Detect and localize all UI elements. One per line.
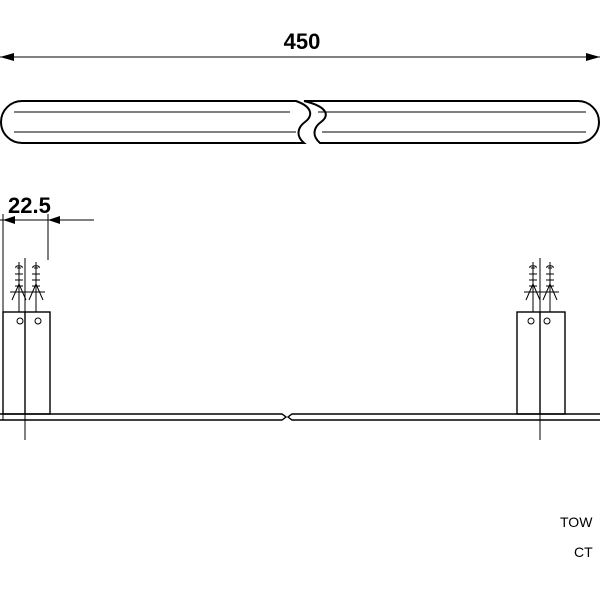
right-wall-plugs (524, 262, 559, 325)
right-bracket (516, 311, 566, 415)
left-plug-1 (10, 262, 28, 312)
top-view: 450 (0, 29, 600, 144)
offset-arrow-right (48, 216, 60, 224)
side-view: 22.5 (0, 193, 600, 440)
offset-arrow-left (3, 216, 15, 224)
mount-offset-label: 22.5 (8, 193, 51, 218)
right-screw-1 (527, 317, 535, 325)
side-bar-left (0, 413, 288, 421)
right-plug-2 (541, 262, 559, 312)
right-screw-2 (543, 317, 551, 325)
bar-left-outline (0, 100, 312, 144)
bar-right-outline (303, 100, 600, 144)
left-screw-1 (16, 317, 24, 325)
left-plug-2 (27, 262, 45, 312)
right-plug-1 (524, 262, 542, 312)
overall-length-label: 450 (284, 29, 321, 54)
left-wall-plugs (10, 262, 45, 325)
product-code-line2: CT (574, 544, 593, 560)
side-bar-right (286, 413, 600, 421)
dimension-arrow-right (586, 53, 600, 61)
left-bracket (2, 311, 51, 415)
dimension-arrow-left (0, 53, 14, 61)
product-code-line1: TOW (560, 514, 593, 530)
left-screw-2 (34, 317, 42, 325)
product-code: TOW CT (560, 514, 593, 560)
